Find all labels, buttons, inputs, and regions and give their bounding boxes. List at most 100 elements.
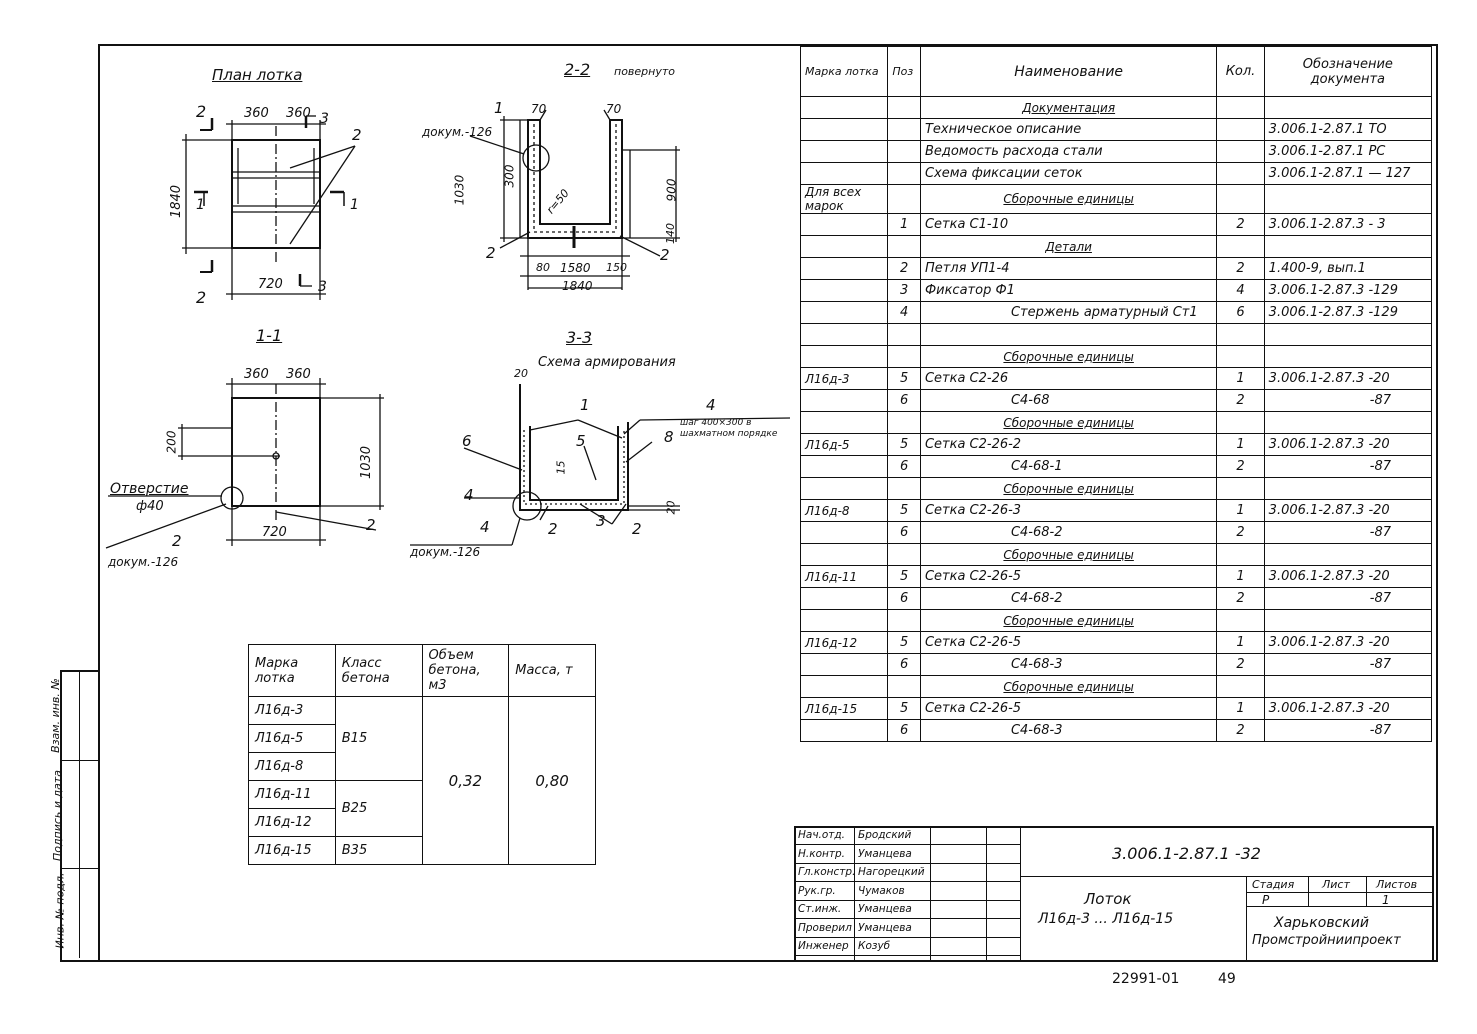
spec-header-name: Наименование <box>919 46 1218 97</box>
spec-mark: Л16д-12 <box>799 631 889 654</box>
signature-name: Бродский <box>858 829 912 841</box>
section-3-3 <box>410 384 791 546</box>
spec-doc: 3.006.1-2.87.3 -20 <box>1263 499 1433 522</box>
spec-mark <box>799 653 889 676</box>
spec-mark <box>799 279 889 302</box>
tb-divider <box>1020 826 1021 960</box>
s11-hole-label: Отверстие <box>110 481 189 497</box>
spec-mark <box>799 675 889 698</box>
spec-pos <box>887 140 921 163</box>
plan-dim: 720 <box>258 277 283 292</box>
sheet-label: Лист <box>1322 878 1350 891</box>
spec-doc: -87 <box>1263 389 1433 412</box>
spec-pos <box>887 609 921 632</box>
stage-value: Р <box>1262 893 1270 907</box>
conc-header: Масса, т <box>508 644 596 697</box>
s33-callout: 4 <box>464 486 474 504</box>
spec-qty <box>1216 477 1265 500</box>
spec-qty: 2 <box>1216 653 1265 676</box>
spec-qty: 6 <box>1216 301 1265 324</box>
spec-doc: -87 <box>1263 653 1433 676</box>
product-name: Лоток <box>1084 890 1132 908</box>
spec-mark <box>799 140 889 163</box>
s11-callout: 2 <box>172 532 182 550</box>
spec-qty <box>1216 96 1265 119</box>
spec-name: Детали <box>919 235 1218 258</box>
spec-pos <box>887 118 921 141</box>
spec-doc <box>1263 345 1433 368</box>
spec-header-doc: Обозначение документа <box>1263 46 1433 97</box>
s22-dokum: докум.-126 <box>422 125 493 139</box>
spec-pos: 6 <box>887 521 921 544</box>
spec-pos <box>887 184 921 214</box>
s11-dim: 360 <box>286 367 311 382</box>
spec-pos: 6 <box>887 455 921 478</box>
s22-dim: 1840 <box>562 279 593 293</box>
spec-doc: -87 <box>1263 455 1433 478</box>
spec-qty: 1 <box>1216 367 1265 390</box>
signature-name: Уманцева <box>858 903 912 915</box>
spec-name: Петля УП1-4 <box>919 257 1218 280</box>
plan-callout: 2 <box>352 126 362 144</box>
spec-doc <box>1263 235 1433 258</box>
title-block <box>794 826 1434 962</box>
signature-role: Нач.отд. <box>798 829 846 841</box>
side-label-2: Подпись и дата <box>51 769 65 862</box>
specification-table: Марка лотка Поз Наименование Кол. Обозна… <box>799 46 1433 742</box>
section-2-2-subtitle: повернуто <box>614 65 675 78</box>
spec-name: С4-68-1 <box>919 455 1218 478</box>
signature-name: Уманцева <box>858 847 912 860</box>
spec-pos <box>887 543 921 566</box>
spec-row: Документация <box>799 96 1433 119</box>
tb-divider <box>854 826 855 960</box>
spec-doc <box>1263 411 1433 434</box>
s11-hole-diameter: ф40 <box>136 499 164 514</box>
spec-doc <box>1263 543 1433 566</box>
signature-role: Проверил <box>798 921 852 934</box>
conc-header: Марка лотка <box>248 644 336 697</box>
spec-qty <box>1216 184 1265 214</box>
sheet-frame <box>98 44 1438 962</box>
spec-name: Сборочные единицы <box>919 609 1218 632</box>
spec-qty: 2 <box>1216 521 1265 544</box>
spec-pos: 5 <box>887 367 921 390</box>
spec-doc: 3.006.1-2.87.3 -20 <box>1263 697 1433 720</box>
spec-doc: 3.006.1-2.87.1 РС <box>1263 140 1433 163</box>
spec-qty <box>1216 140 1265 163</box>
spec-pos: 6 <box>887 719 921 742</box>
spec-header-pos: Поз <box>887 46 921 97</box>
s33-callout: 3 <box>596 512 606 530</box>
spec-qty: 1 <box>1216 433 1265 456</box>
spec-pos: 6 <box>887 653 921 676</box>
signature-name: Нагорецкий <box>858 866 925 878</box>
plan-cut-label: 2 <box>196 102 207 121</box>
spec-doc <box>1263 477 1433 500</box>
plan-cut-label: 1 <box>196 197 205 213</box>
conc-class: В35 <box>334 836 423 865</box>
spec-pos: 1 <box>887 213 921 236</box>
spec-pos: 4 <box>887 301 921 324</box>
spec-doc: -87 <box>1263 719 1433 742</box>
s22-callout: 2 <box>660 246 670 264</box>
plan-cut-label: 1 <box>350 197 359 213</box>
signature-row: Рук.гр.Чумаков <box>796 882 1020 901</box>
tb-divider <box>1020 876 1432 877</box>
spec-doc: 3.006.1-2.87.3 -20 <box>1263 367 1433 390</box>
spec-mark <box>799 345 889 368</box>
spec-row: Детали <box>799 235 1433 258</box>
plan-title: План лотка <box>212 66 303 84</box>
spec-row: Сборочные единицы <box>799 477 1433 500</box>
signature-role: Инженер <box>798 940 849 952</box>
spec-row <box>799 323 1433 346</box>
spec-mark <box>799 235 889 258</box>
section-3-3-subtitle: Схема армирования <box>538 355 676 370</box>
